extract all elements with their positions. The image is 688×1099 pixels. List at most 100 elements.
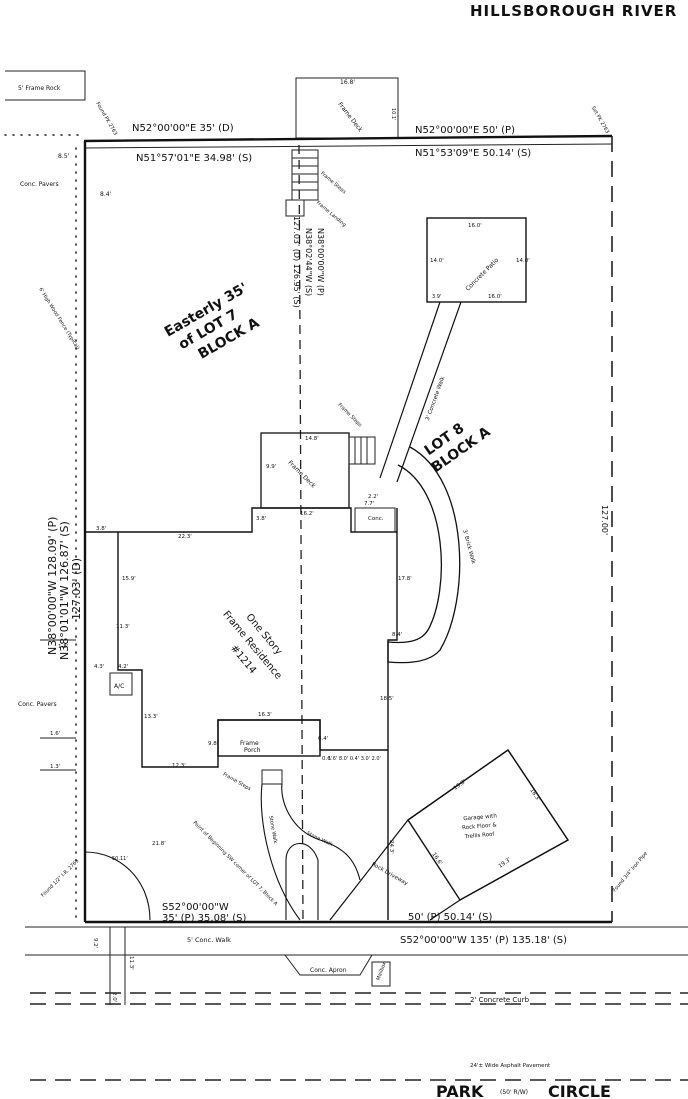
ac-unit [109, 672, 133, 696]
dim-garage-right: 18.3' [528, 788, 541, 803]
dim-8-4: 8.4' [100, 191, 112, 198]
dim-8-5: 8.5' [58, 153, 70, 160]
lot-line-7-8 [298, 144, 304, 923]
frame-steps-bottom: Frame Steps [222, 772, 252, 793]
patio-dim-top: 16.0' [468, 223, 482, 229]
south-left-1: S52°00'00"W [162, 902, 229, 913]
dim-garage-bottom: 19.3' [498, 857, 513, 870]
dim-11-3b: 11.3' [128, 956, 134, 970]
porch-steps [261, 769, 283, 785]
north-bearing-s-right: N51°53'09"E 50.14' (S) [415, 148, 531, 159]
dim-north-neighbor-side: 10.1' [390, 108, 396, 121]
street-circle: CIRCLE [548, 1082, 611, 1099]
stone-walk-path-2 [285, 842, 319, 920]
conc-apron-label: Conc. Apron [310, 967, 347, 974]
frame-porch-label-2: Porch [244, 747, 261, 754]
mid-bearing-1: N38°00'00"W (P) [316, 228, 325, 296]
patio-label: Concrete Patio [464, 257, 500, 293]
dim-4-2: 4.2' [118, 664, 128, 670]
lot7-label: Easterly 35' of LOT 7 BLOCK A [162, 280, 262, 363]
dim-13-3: 13.3' [144, 714, 158, 720]
dim-4-3: 4.3' [94, 664, 104, 670]
found-corner-ne: Set PK 2763 [590, 105, 610, 134]
garage-label: Garage with Rock Floor & Trellis Roof [462, 813, 498, 841]
dim-patio-small: 3.9' [432, 294, 441, 300]
dim-3-8: 3.8' [96, 526, 106, 532]
frame-steps-deck: Frame Steps [337, 402, 364, 429]
stone-walk-label-2: Stone Walk [306, 831, 334, 848]
conc-pad [354, 507, 396, 533]
conc-walk-label: 3' Concrete Walk [425, 375, 447, 421]
north-boundary-offset [83, 143, 613, 149]
frame-landing: Frame Landing [315, 200, 347, 228]
dim-north-neighbor: 16.8' [340, 79, 355, 86]
ac-label: A/C [114, 683, 124, 690]
concrete-curb-label: 2' Concrete Curb [470, 996, 530, 1004]
rock-driveway [329, 749, 569, 921]
dim-1-3: 1.3' [50, 764, 60, 770]
conc-walk-5: 5' Conc. Walk [187, 936, 231, 944]
dim-24-3: 24.3' [388, 840, 394, 854]
mailbox [371, 961, 391, 987]
frame-rock-outline [5, 70, 86, 101]
stone-walk-path [260, 783, 361, 921]
fence-note: 6' High Wood Fence (Typical) [37, 287, 80, 351]
dim-garage-left: 16.6' [430, 852, 443, 867]
found-ir-left: Found 1/2" I.R. 2763 [40, 858, 80, 898]
found-corner-nw: Found PK 2763 [94, 101, 118, 136]
svg-text:Trellis Roof: Trellis Roof [464, 832, 496, 841]
dim-porch-side: 6.4' [318, 736, 328, 742]
mid-bearing-2: N38°02'44"W (S) [304, 228, 313, 296]
west-bearing-d2: 127.03' (D) [70, 558, 83, 620]
asphalt-label: 24'± Wide Asphalt Pavement [470, 1063, 551, 1069]
dim-3-8-b: 3.8' [256, 516, 266, 522]
dim-15-9: 15.9' [122, 576, 136, 582]
conc-pavers-bottom: Conc. Pavers [18, 701, 57, 708]
dim-9-8: 9.8' [208, 741, 218, 747]
north-bearing-s-left: N51°57'01"E 34.98' (S) [136, 153, 252, 164]
pob-label: Point of Beginning SW corner of LOT 7, B… [192, 820, 279, 907]
frame-deck-label: Frame Deck [287, 459, 318, 490]
street-park: PARK [436, 1082, 484, 1099]
south-right: 50' (P) 50.14' (S) [408, 912, 492, 923]
dim-21-8: 21.8' [152, 841, 166, 847]
sw-arc [84, 851, 151, 921]
conc-apron [284, 954, 373, 976]
dim-18-5: 18.5' [380, 696, 394, 702]
svg-text:Garage with: Garage with [463, 813, 497, 822]
frame-rock-label: 5' Frame Rock [18, 85, 61, 92]
north-bearing-d: N52°00'00"E 35' (D) [132, 123, 234, 134]
concrete-walk [379, 301, 462, 483]
dim-1-6: 1.6' [50, 731, 60, 737]
frame-porch [217, 719, 321, 757]
frame-porch-label: Frame [240, 740, 259, 747]
west-bearing-s: N38°01'01"W 126.87' (S) [58, 521, 71, 660]
dim-2-2: 2.2' [368, 494, 378, 500]
dim-16-3: 16.3' [258, 712, 272, 718]
dim-1-8: 1.8' [58, 644, 68, 650]
frame-steps-top: Frame Steps [319, 171, 347, 196]
dim-17-8: 17.8' [398, 576, 412, 582]
dim-11-3: 11.3' [116, 624, 130, 630]
rock-driveway-label: Rock Driveway [370, 862, 409, 888]
dim-22-3: 22.3' [178, 534, 192, 540]
garage [407, 749, 570, 901]
svg-text:Rock Floor &: Rock Floor & [462, 822, 498, 831]
east-dim: 127.00' [600, 505, 609, 535]
north-bearing-p: N52°00'00"E 50' (P) [415, 125, 515, 136]
north-frame-steps [285, 149, 319, 217]
dim-deck-top2: 14.8' [305, 436, 319, 442]
patio-dim-right: 14.0' [516, 258, 530, 264]
dim-0-6: 0.6' [322, 756, 332, 762]
river-title: HILLSBOROUGH RIVER [470, 2, 677, 20]
dim-deck-top: 16.2' [300, 511, 314, 517]
mailbox-label: Mailbox [376, 961, 388, 981]
north-neighbor-label: Frame Deck [336, 101, 364, 134]
street-row: (50' R/W) [500, 1089, 528, 1096]
west-bearing-d: N38°00'00"W 128.09' (P) [46, 517, 59, 655]
north-boundary [83, 134, 613, 143]
conc-pavers-top: Conc. Pavers [20, 181, 59, 188]
dim-50-11: 50.11' [112, 856, 128, 862]
dim-8-4b: 8.4' [392, 632, 402, 638]
